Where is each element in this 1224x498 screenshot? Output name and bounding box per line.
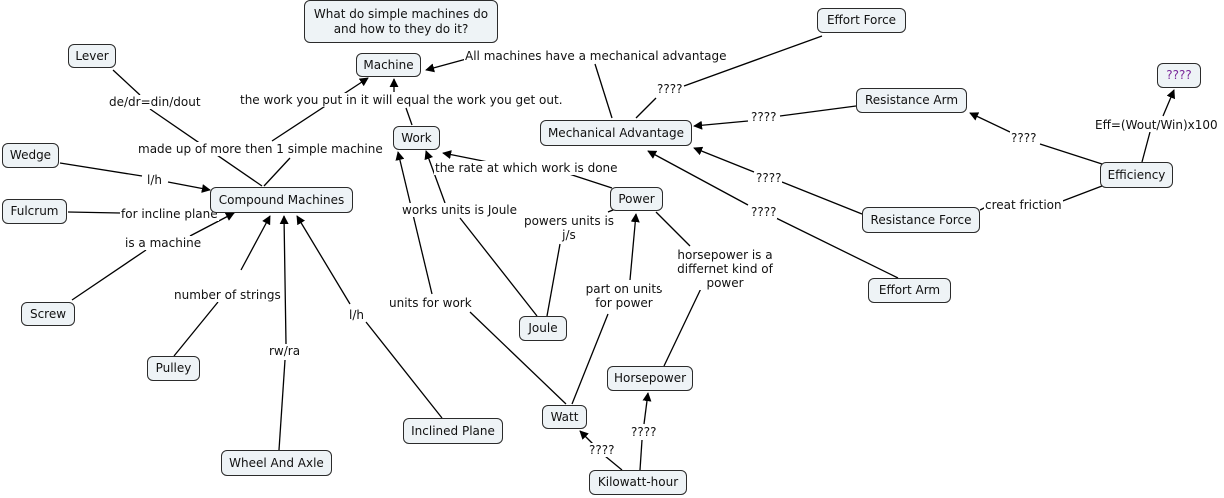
link-label-units-for-work: units for work <box>388 296 473 310</box>
node-watt[interactable]: Watt <box>542 405 587 429</box>
node-unknown-top[interactable]: ???? <box>1157 63 1201 88</box>
edge-unitswork-to-work <box>395 151 433 295</box>
edge-allmachines-from-mechadv <box>594 63 613 119</box>
link-label-made-up: made up of more then 1 simple machine <box>137 142 384 156</box>
link-label-de-dr: de/dr=din/dout <box>108 95 202 109</box>
edge-eff-to-friction <box>1059 185 1103 203</box>
link-label-part-units: part on units for power <box>578 282 670 310</box>
node-joule[interactable]: Joule <box>519 316 567 341</box>
edge-pulley-to-label <box>173 301 219 357</box>
link-label-q-resistance-force: ???? <box>755 171 783 185</box>
link-label-q-resistance-arm: ???? <box>750 110 778 124</box>
node-machine[interactable]: Machine <box>356 53 421 77</box>
node-kilowatt-hour[interactable]: Kilowatt-hour <box>589 470 687 495</box>
edge-label-to-compound-wheel <box>279 215 289 345</box>
link-label-l-h-inclined: l/h <box>348 308 365 322</box>
link-label-rate: the rate at which work is done <box>434 161 619 175</box>
edge-formula-to-q <box>1162 89 1175 117</box>
edge-kwh-to-label-watt <box>604 455 623 471</box>
edge-wheel-to-label <box>278 359 286 451</box>
node-inclined-plane[interactable]: Inclined Plane <box>403 418 503 444</box>
edge-inclined-to-label <box>365 321 443 419</box>
link-label-incline-plane: for incline plane <box>120 207 219 221</box>
edge-madeup-from-compound <box>263 157 291 187</box>
edge-eff-to-label-resarm <box>1039 143 1103 165</box>
edge-lever-to-label <box>112 69 141 96</box>
edge-workequal-from-work <box>405 107 413 126</box>
node-wedge[interactable]: Wedge <box>2 143 59 168</box>
link-label-is-machine: is a machine <box>124 236 203 250</box>
node-horsepower[interactable]: Horsepower <box>607 366 693 391</box>
edge-kwh-to-label-hp <box>639 439 643 471</box>
node-effort-arm[interactable]: Effort Arm <box>868 278 951 303</box>
edge-hp-to-label <box>663 277 707 367</box>
node-wheel-and-axle[interactable]: Wheel And Axle <box>221 450 332 476</box>
link-label-powers-units: powers units is j/s <box>518 214 620 242</box>
edge-label-to-hp <box>642 392 652 425</box>
edge-label-to-compound-pulley <box>240 215 271 271</box>
edge-resarm-to-label <box>779 105 857 117</box>
link-label-q-effort-arm: ???? <box>750 205 778 219</box>
edge-effortforce-to-label <box>683 35 823 87</box>
link-label-creat-friction: creat friction <box>984 198 1063 212</box>
node-fulcrum[interactable]: Fulcrum <box>2 199 67 224</box>
edge-joule-to-powerunits <box>546 243 561 317</box>
edge-workunits-to-work <box>424 150 446 204</box>
link-label-q-eff-resarm: ???? <box>1010 131 1038 145</box>
edge-watt-to-unitswork <box>469 311 567 405</box>
link-label-q-kwh-hp: ???? <box>630 425 658 439</box>
edge-watt-to-partunits <box>571 313 609 405</box>
edge-label-to-compound-screw <box>189 212 235 237</box>
node-compound-machines[interactable]: Compound Machines <box>210 187 353 213</box>
edge-madeup-to-machine <box>271 77 369 142</box>
node-screw[interactable]: Screw <box>21 302 75 326</box>
edge-label-to-compound-inclined <box>296 215 351 305</box>
edge-effortarm-to-label <box>775 217 899 279</box>
link-label-q-kwh-watt: ???? <box>588 443 616 457</box>
node-lever[interactable]: Lever <box>68 44 116 68</box>
node-resistance-arm[interactable]: Resistance Arm <box>856 88 967 113</box>
node-resistance-force[interactable]: Resistance Force <box>862 207 980 233</box>
edge-label-to-mechadv-ra <box>693 120 749 130</box>
edge-label-to-resarm <box>969 112 1011 133</box>
edge-allmachines-to-machine <box>425 57 471 73</box>
node-question[interactable]: What do simple machines do and how to th… <box>304 0 498 43</box>
link-label-works-units: works units is Joule <box>401 203 519 217</box>
node-efficiency[interactable]: Efficiency <box>1100 162 1173 188</box>
edge-label-to-mechadv-ef <box>635 97 657 119</box>
edge-label-to-mechadv-ea <box>647 150 749 206</box>
link-label-l-h-wedge: l/h <box>146 173 163 187</box>
edge-eff-to-formula <box>1141 131 1151 163</box>
link-label-work-equal: the work you put in it will equal the wo… <box>239 93 564 107</box>
node-work[interactable]: Work <box>393 126 440 150</box>
edge-label-to-compound-wedge <box>167 181 211 193</box>
edge-partunits-to-power <box>629 213 640 281</box>
edge-fulcrum-to-label <box>67 211 121 214</box>
node-effort-force[interactable]: Effort Force <box>817 8 906 33</box>
node-pulley[interactable]: Pulley <box>147 356 200 381</box>
edge-screw-to-label <box>71 249 147 301</box>
node-power[interactable]: Power <box>610 187 663 211</box>
link-label-eff-formula: Eff=(Wout/Win)x100 <box>1094 118 1219 132</box>
link-label-all-machines: All machines have a mechanical advantage <box>464 49 728 63</box>
edge-label-to-mechadv-rf <box>693 146 755 173</box>
link-label-rw-ra: rw/ra <box>268 344 302 358</box>
link-label-q-effort-force: ???? <box>656 82 684 96</box>
edge-wedge-to-label <box>59 162 143 177</box>
edge-label-to-power-hp <box>655 211 691 247</box>
edge-rate-to-work <box>442 150 489 163</box>
edge-joule-to-workunits <box>459 217 538 317</box>
link-label-num-strings: number of strings <box>173 288 282 302</box>
edge-resforce-to-label <box>781 181 863 215</box>
link-label-hp-different: horsepower is a differnet kind of power <box>660 248 790 290</box>
node-mechanical-advantage[interactable]: Mechanical Advantage <box>540 120 692 146</box>
